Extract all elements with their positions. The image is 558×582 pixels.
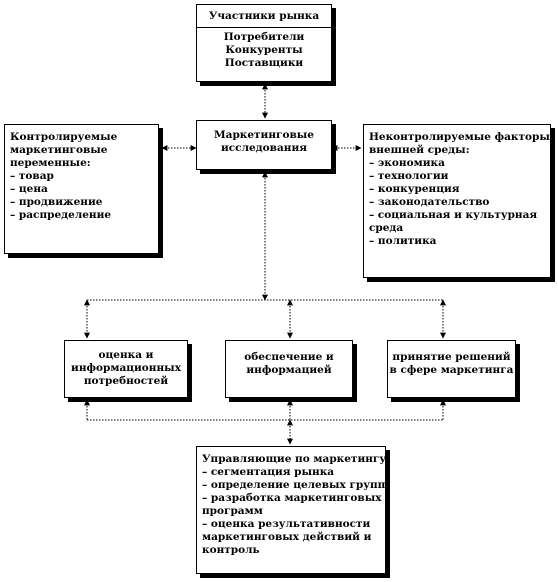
uncontrollable-line: – технологии (369, 170, 449, 182)
uncontrollable-line: среда (369, 222, 404, 234)
provision-line: обеспечение и (244, 351, 334, 363)
controllable-line: – распределение (10, 209, 112, 221)
controllable-line: – продвижение (10, 196, 103, 208)
uncontrollable-box: Неконтролируемые факторы внешней среды: … (363, 124, 551, 278)
managers-line: – разработка маркетинговых (202, 492, 382, 504)
decisions-box: принятие решений в сфере маркетинга (387, 340, 516, 398)
participants-item: Конкуренты (225, 44, 303, 56)
controllable-line: Контролируемые (10, 131, 118, 143)
managers-line: – сегментация рынка (202, 466, 335, 478)
assessment-line: информационных (71, 362, 181, 374)
uncontrollable-line: внешней среды: (369, 144, 470, 156)
assessment-box: оценка и информационных потребностей (64, 340, 188, 398)
decisions-line: принятие решений (392, 351, 511, 363)
provision-box: обеспечение и информацией (225, 340, 353, 398)
participants-item: Потребители (223, 31, 305, 43)
provision-line: информацией (246, 364, 332, 376)
managers-line: Управляющие по маркетингу: (202, 453, 390, 465)
managers-line: – оценка результативности (202, 518, 371, 530)
decisions-line: в сфере маркетинга (389, 364, 514, 376)
research-box: Маркетинговые исследования (196, 120, 332, 170)
managers-line: – определение целевых групп (202, 479, 386, 491)
managers-line: контроль (202, 544, 260, 556)
managers-box: Управляющие по маркетингу: – сегментация… (196, 446, 390, 574)
controllable-box: Контролируемые маркетинговые переменные:… (4, 124, 159, 254)
uncontrollable-line: – конкуренция (369, 183, 460, 195)
participants-item: Поставщики (224, 57, 304, 69)
uncontrollable-line: – экономика (369, 157, 445, 169)
research-label: Маркетинговые (214, 129, 314, 141)
assessment-line: потребностей (83, 375, 169, 387)
participants-list: Потребители Конкуренты Поставщики (197, 28, 331, 70)
participants-box: Участники рынка Потребители Конкуренты П… (196, 4, 332, 82)
managers-line: программ (202, 505, 263, 517)
managers-line: маркетинговых действий и (202, 531, 372, 543)
controllable-line: – цена (10, 183, 48, 195)
research-label: исследования (221, 142, 307, 154)
uncontrollable-line: – политика (369, 235, 437, 247)
uncontrollable-line: – законодательство (369, 196, 490, 208)
uncontrollable-line: – социальная и культурная (369, 209, 538, 221)
assessment-line: оценка и (98, 349, 154, 361)
controllable-line: маркетинговые (10, 144, 108, 156)
uncontrollable-line: Неконтролируемые факторы (369, 131, 550, 143)
participants-title: Участники рынка (197, 5, 331, 28)
controllable-line: переменные: (10, 157, 91, 169)
controllable-line: – товар (10, 170, 54, 182)
